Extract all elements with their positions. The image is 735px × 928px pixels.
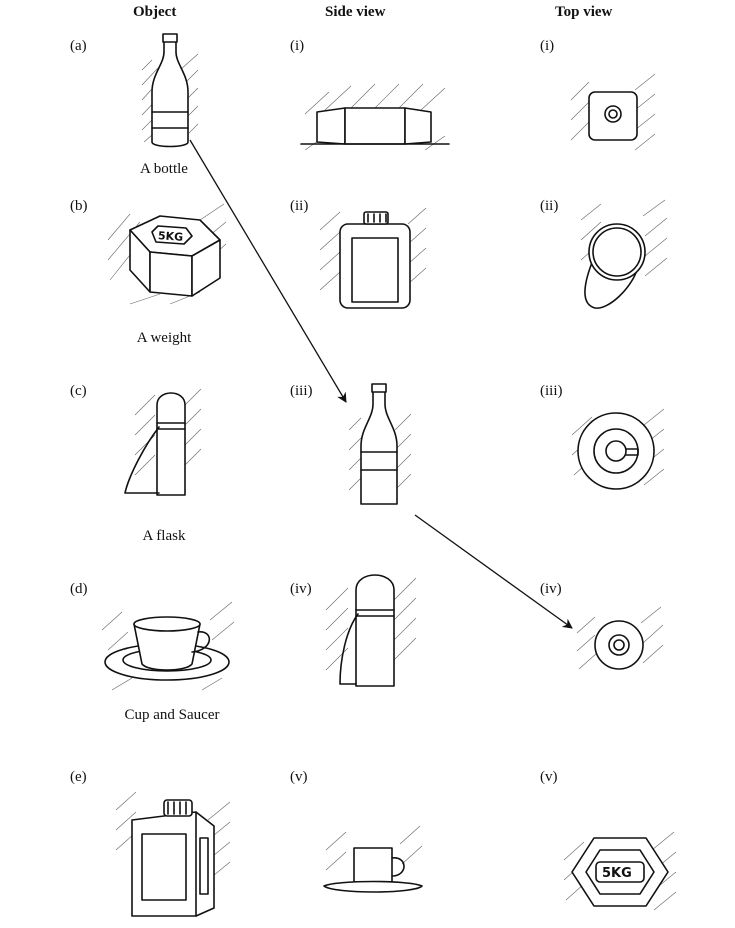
canister-top-icon bbox=[565, 70, 660, 165]
object-label-d: (d) bbox=[70, 581, 88, 597]
object-caption-c: A flask bbox=[142, 528, 186, 544]
side-label-ii: (ii) bbox=[290, 198, 309, 214]
flask-side-icon bbox=[320, 560, 420, 700]
bottle-icon bbox=[140, 30, 200, 160]
svg-text:5KG: 5KG bbox=[158, 229, 184, 244]
flask-icon bbox=[115, 375, 205, 510]
canister-icon bbox=[112, 790, 232, 925]
cup-saucer-top-icon bbox=[568, 405, 668, 500]
object-caption-d: Cup and Saucer bbox=[124, 707, 220, 723]
top-label-v: (v) bbox=[540, 769, 558, 785]
object-caption-b: A weight bbox=[136, 330, 192, 346]
cup-saucer-side-icon bbox=[318, 820, 428, 905]
object-label-b: (b) bbox=[70, 198, 88, 214]
object-caption-a: A bottle bbox=[140, 161, 188, 177]
cup-saucer-icon bbox=[92, 590, 242, 705]
header-object: Object bbox=[133, 4, 177, 20]
top-label-i: (i) bbox=[540, 38, 555, 54]
bottle-top-icon bbox=[575, 605, 665, 690]
weight-side-icon bbox=[295, 70, 455, 165]
cup-top-icon bbox=[575, 199, 675, 320]
object-label-a: (a) bbox=[70, 38, 87, 54]
bottle-side-icon bbox=[345, 380, 415, 520]
side-label-v: (v) bbox=[290, 769, 308, 785]
object-label-e: (e) bbox=[70, 769, 87, 785]
weight-top-icon: 5KG bbox=[560, 830, 680, 920]
side-label-i: (i) bbox=[290, 38, 305, 54]
weight-icon: 5KG bbox=[100, 200, 230, 315]
top-label-ii: (ii) bbox=[540, 198, 559, 214]
side-label-iv: (iv) bbox=[290, 581, 312, 597]
canister-side-icon bbox=[318, 200, 428, 320]
header-top-view: Top view bbox=[555, 4, 613, 20]
side-label-iii: (iii) bbox=[290, 383, 313, 399]
svg-text:5KG: 5KG bbox=[602, 866, 632, 881]
header-side-view: Side view bbox=[325, 4, 386, 20]
arrow-side-iii-to-top-iv bbox=[414, 514, 573, 629]
top-label-iii: (iii) bbox=[540, 383, 563, 399]
object-label-c: (c) bbox=[70, 383, 87, 399]
top-label-iv: (iv) bbox=[540, 581, 562, 597]
